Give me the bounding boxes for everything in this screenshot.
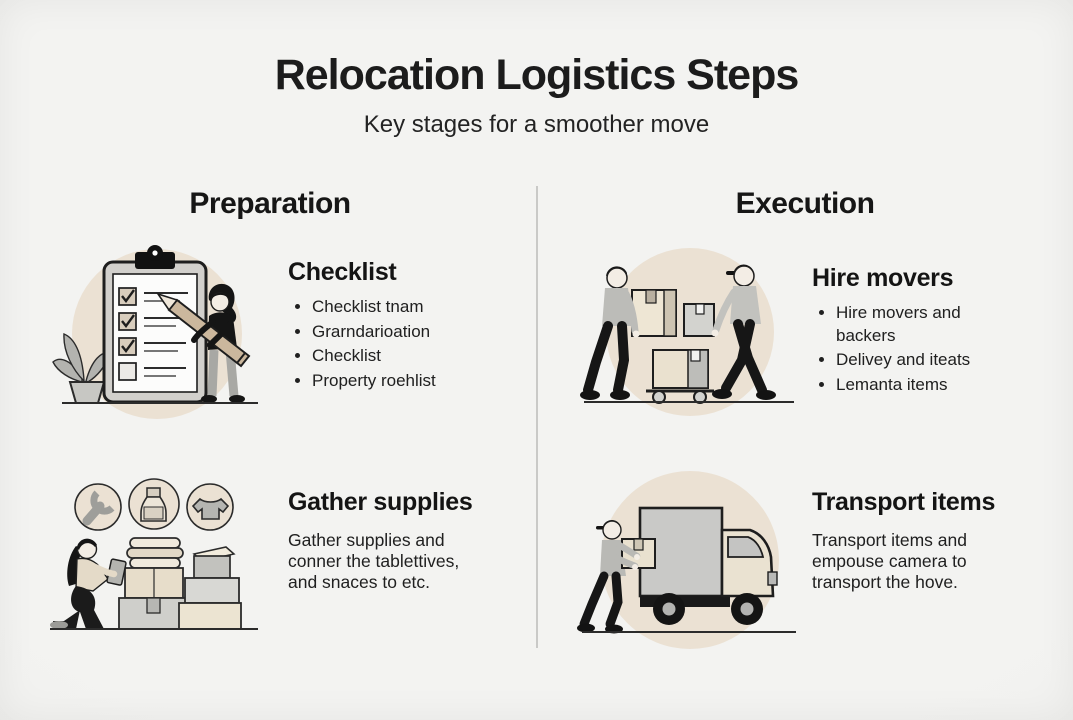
hire-movers-illustration-svg [580, 248, 794, 416]
bullet-list: Hire movers and backers Delivey and itea… [812, 302, 1048, 396]
checklist-clipboard-illustration [46, 238, 270, 420]
bullet-list: Checklist tnam Grarndarioation Checklist… [288, 296, 524, 392]
bullet-item: Property roehlist [312, 370, 524, 393]
linens-and-boxes [118, 537, 242, 630]
wrench-icon [82, 490, 115, 526]
pencil-icon [156, 292, 251, 368]
checklist-illustration-svg [52, 245, 258, 419]
column-heading-preparation: Preparation [189, 187, 351, 220]
section-title: Checklist [288, 258, 397, 286]
section-transport-items: Transport items Transport items and empo… [812, 488, 1052, 593]
kneeling-woman-figure [50, 538, 127, 629]
gather-supplies-illustration [46, 462, 270, 656]
transport-items-illustration [576, 460, 804, 656]
bullet-item: Lemanta items [836, 374, 1048, 397]
page-subtitle: Key stages for a smoother move [363, 111, 710, 138]
carried-box-left [631, 289, 677, 337]
section-title: Transport items [812, 488, 996, 516]
section-gather-supplies: Gather supplies Gather supplies and conn… [288, 488, 538, 593]
woman-with-pencil-figure [156, 283, 251, 403]
column-divider [536, 186, 538, 648]
bullet-item: Checklist [312, 345, 524, 368]
bullet-item: Delivey and iteats [836, 349, 1048, 372]
section-paragraph: Transport items and empouse camera to tr… [812, 530, 967, 592]
right-mover-figure [712, 264, 776, 400]
section-paragraph: Gather supplies and conner the tablettiv… [288, 530, 460, 592]
section-title: Gather supplies [288, 488, 473, 516]
bullet-item: Checklist tnam [312, 296, 524, 319]
carried-box-right [683, 303, 715, 337]
transport-items-illustration-svg [577, 471, 796, 649]
column-heading-execution: Execution [735, 187, 875, 220]
dolly-box-icon [646, 349, 714, 404]
loader-figure [577, 519, 626, 634]
bullet-item: Grarndarioation [312, 321, 524, 344]
section-hire-movers: Hire movers Hire movers and backers Deli… [812, 264, 1048, 398]
section-checklist: Checklist Checklist tnam Grarndarioation… [288, 258, 524, 394]
hire-movers-illustration [576, 238, 802, 420]
box-truck-icon [638, 506, 778, 625]
bullet-item: Hire movers and backers [836, 302, 1048, 347]
page-title: Relocation Logistics Steps [274, 51, 800, 99]
section-title: Hire movers [812, 264, 954, 292]
bottle-icon [140, 487, 167, 522]
tshirt-icon [191, 497, 230, 520]
gather-supplies-illustration-svg [50, 478, 258, 630]
left-mover-figure [580, 266, 633, 400]
